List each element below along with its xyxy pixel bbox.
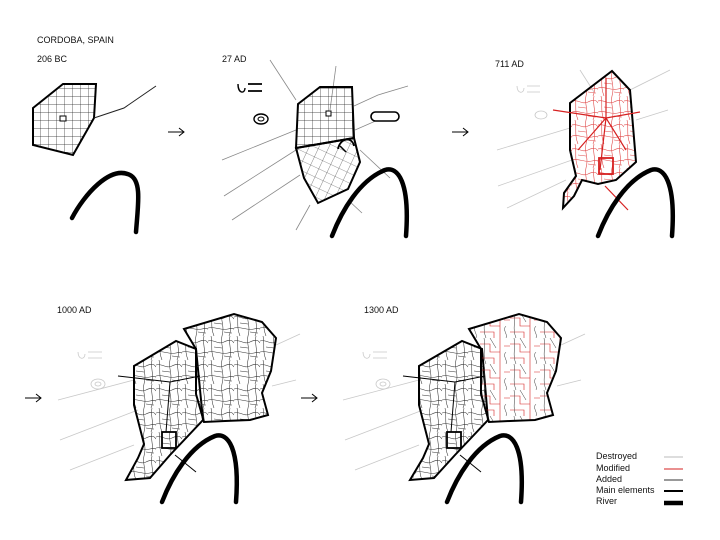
map-1000ad [57,312,301,505]
map-711ad [496,69,675,239]
stage-label-711ad: 711 AD [495,59,524,69]
page-title: CORDOBA, SPAIN [37,35,114,45]
legend-label-destroyed: Destroyed [596,451,638,461]
stage-label-206bc: 206 BC [37,54,68,64]
right-arrow-icon [25,393,42,403]
right-arrow-icon [301,393,318,403]
legend-label-modified: Modified [596,463,631,473]
legend-label-main-elements: Main elements [596,485,655,495]
stage-label-27ad: 27 AD [222,54,247,64]
stage-label-1300ad: 1300 AD [364,305,399,315]
map-206bc [32,83,157,235]
right-arrow-icon [452,127,469,137]
right-arrow-icon [168,127,185,137]
map-27ad [221,59,409,239]
legend-label-added: Added [596,474,623,484]
legend [664,456,683,506]
stage-label-1000ad: 1000 AD [57,305,92,315]
legend-label-river: River [596,496,618,506]
map-1300ad [342,312,586,505]
